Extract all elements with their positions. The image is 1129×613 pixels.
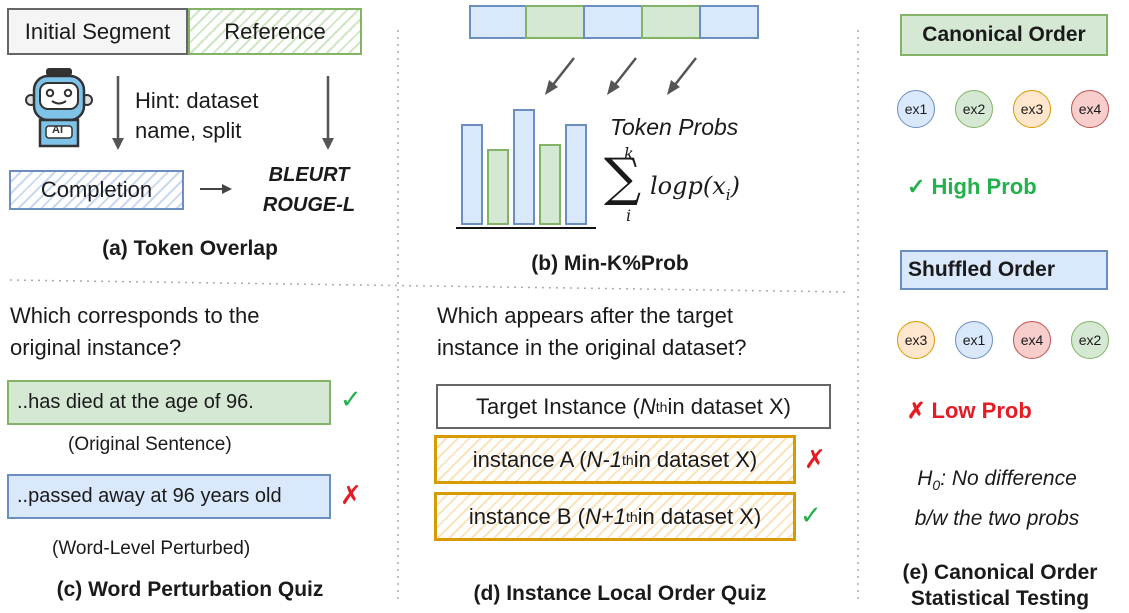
canonical-item: ex4 [1071,90,1109,128]
instance-a-post: in dataset X) [633,446,758,472]
formula-sub: i [725,185,731,204]
question-d: Which appears after the target instance … [437,300,746,364]
token-probs-label: Token Probs [610,114,739,140]
canonical-item: ex1 [897,90,935,128]
caption-b: (b) Min-K%Prob [531,252,689,275]
h0-line-1: : No difference [940,467,1077,490]
check-icon: ✓ [340,384,362,414]
instance-b-var: N+1 [584,503,626,529]
caption-d: (d) Instance Local Order Quiz [473,582,767,605]
target-sup: th [655,398,668,415]
canonical-item: ex2 [955,90,993,128]
null-hypothesis-line-1: H0: No difference [872,462,1122,502]
question-c-line-1: Which corresponds to the [10,303,260,328]
initial-segment-box: Initial Segment [7,8,188,55]
caption-e-line-2: Statistical Testing [910,587,1090,610]
right-arrow-icon [200,184,232,194]
shuffled-order-box: Shuffled Order [900,250,1108,290]
canonical-order-box: Canonical Order [900,14,1108,56]
caption-a: (a) Token Overlap [102,237,278,260]
perturbed-sentence-box: ..passed away at 96 years old [7,474,331,519]
robot-label: AI [52,124,63,136]
formula-body: logp(x [650,172,726,200]
caption-c: (c) Word Perturbation Quiz [56,578,324,601]
instance-a-sup: th [622,451,634,468]
original-sentence-label: (Original Sentence) [68,434,232,455]
token-prob-bars [456,109,596,229]
question-d-line-2: instance in the original dataset? [437,335,747,360]
check-icon: ✓ [800,500,822,530]
question-c-line-2: original instance? [10,335,182,360]
caption-e-line-1: (e) Canonical Order [902,561,1098,584]
target-var: N [639,393,656,419]
shuffled-item: ex4 [1013,321,1051,359]
robot-icon [25,68,93,148]
sum-upper: k [624,144,634,163]
shuffled-item: ex2 [1071,321,1109,359]
high-prob-label: ✓ High Prob [907,174,1037,199]
completion-box: Completion [9,170,184,210]
metric-bleurt: BLEURT [268,164,350,186]
sum-symbol: ∑ [604,148,642,208]
sum-formula: k ∑ i logp(xi) [604,144,774,225]
null-hypothesis: H0: No difference b/w the two probs [872,462,1122,536]
token-strip [469,5,759,39]
cross-icon: ✗ [804,444,826,474]
cross-icon: ✗ [340,480,362,510]
instance-a-pre: instance A ( [472,446,587,472]
question-d-line-1: Which appears after the target [437,303,733,328]
perturbed-sentence-label: (Word-Level Perturbed) [52,538,251,559]
reference-box: Reference [188,8,362,55]
sum-lower: i [626,206,632,225]
hint-line-1: Hint: dataset [135,88,259,113]
low-prob-label: ✗ Low Prob [907,398,1032,423]
null-hypothesis-line-2: b/w the two probs [914,507,1080,531]
original-sentence-box: ..has died at the age of 96. [7,380,331,425]
instance-a-var: N-1 [586,446,622,472]
hint-text: Hint: dataset name, split [135,86,259,146]
down-arrow-icon [112,76,124,150]
metric-rouge: ROUGE-L [262,194,356,216]
shuffled-item: ex3 [897,321,935,359]
instance-b-sup: th [625,508,638,525]
h0-sub: 0 [932,477,941,494]
canonical-item: ex3 [1013,90,1051,128]
instance-b-post: in dataset X) [637,503,762,529]
metrics-text: BLEURT ROUGE-L [244,160,374,220]
shuffled-item: ex1 [955,321,993,359]
instance-b-pre: instance B ( [468,503,585,529]
hint-line-2: name, split [135,118,242,143]
question-c: Which corresponds to the original instan… [10,300,259,364]
down-arrow-icon [322,76,334,150]
target-instance-box: Target Instance (N th in dataset X) [436,384,831,429]
target-pre: Target Instance ( [476,393,640,419]
formula-text: logp(xi) [650,172,740,204]
h0-var: H [917,467,933,490]
diagonal-arrow-icon [545,57,697,95]
target-post: in dataset X) [667,393,791,419]
caption-e: (e) Canonical Order Statistical Testing [872,560,1128,612]
